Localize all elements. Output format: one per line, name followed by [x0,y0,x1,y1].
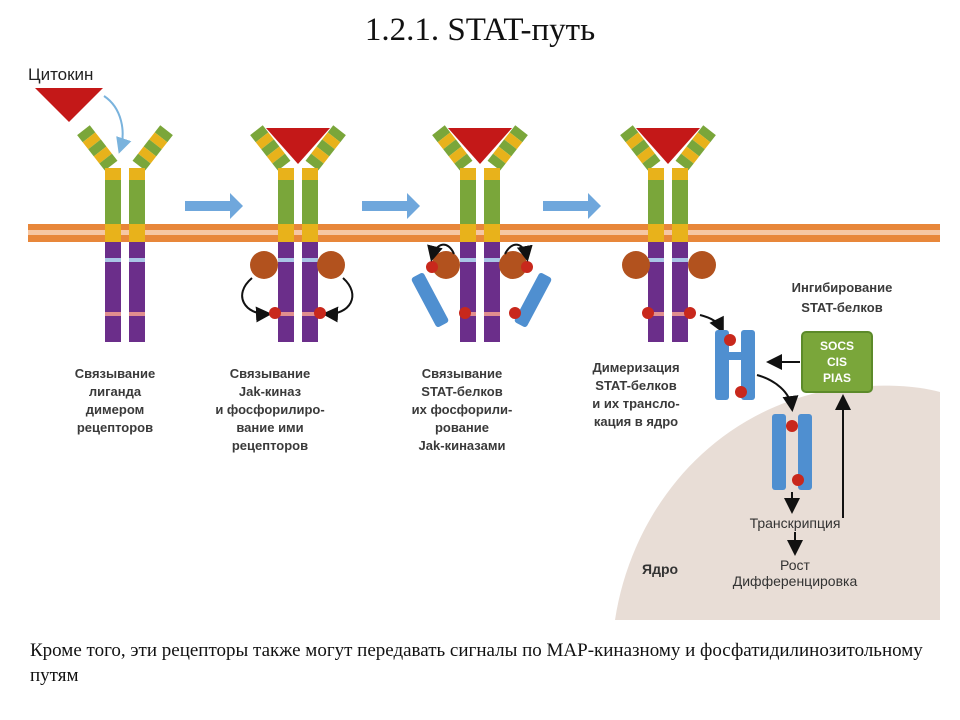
ligand-bound-4 [636,128,700,164]
stage-caption-line: Связывание [75,366,155,381]
outcome-line-1: Рост [780,557,811,573]
inhibition-title-2: STAT-белков [801,300,882,315]
inhibitor-box [801,331,873,393]
cytokine-ligand [35,88,103,122]
jak-kinases-4 [622,251,724,334]
receptor-chain-left [250,125,294,342]
inhibitor-cis: CIS [827,355,847,369]
transcription-label: Транскрипция [750,515,841,531]
stat-dimer-cytoplasm [715,330,755,400]
outcome-line-2: Дифференцировка [733,573,858,589]
footer-text: Кроме того, эти рецепторы также могут пе… [30,640,923,686]
page-title: 1.2.1. STAT-путь [364,12,596,48]
inhibitor-pias: PIAS [823,371,851,385]
jak-kinases-2 [241,251,354,323]
receptor-chain-left [620,125,664,342]
stage-caption-line: Связывание [422,366,502,381]
stage-caption-line: STAT-белков [595,378,676,393]
receptor-dimer-3 [432,125,528,342]
receptor-chain-left [77,125,121,342]
receptor-chain-right [484,125,528,342]
stage-caption-line: кация в ядро [594,414,678,429]
stage-caption-line: Jak-киназ [239,384,302,399]
ligand-binding-arrow [103,95,132,154]
stage-caption-line: и фосфорилиро- [215,402,324,417]
stage-caption-line: их фосфорили- [412,402,513,417]
stage-caption-line: вание ими [236,420,303,435]
stage-caption-line: рование [435,420,489,435]
inhibition-title-1: Ингибирование [792,280,893,295]
receptor-dimer-2 [250,125,346,342]
translocation-arrow [756,374,799,412]
stage-caption-line: рецепторов [232,438,308,453]
receptor-chain-right [129,125,173,342]
nucleus [615,385,940,620]
receptor-chain-right [302,125,346,342]
stage-caption-line: димером [86,402,144,417]
stage-caption-line: рецепторов [77,420,153,435]
stage-caption-line: лиганда [89,384,142,399]
stat-dimer-nucleus [772,414,812,490]
inhibitor-socs: SOCS [820,339,854,353]
stage-arrows [185,193,601,219]
receptor-dimer-4 [620,125,716,342]
stage-caption-line: Связывание [230,366,310,381]
stage-caption-line: STAT-белков [421,384,502,399]
ligand-bound-2 [266,128,330,164]
stage-caption-line: и их трансло- [592,396,679,411]
ligand-bound-3 [448,128,512,164]
jak-kinases-3 [411,243,552,327]
receptor-chain-right [672,125,716,342]
stage-caption-1: Связывание лиганда димером рецепторов [75,366,155,435]
stage-caption-line: Димеризация [592,360,679,375]
cytokine-label: Цитокин [28,65,93,84]
nucleus-label: Ядро [642,561,678,577]
receptor-dimer-1 [77,125,173,342]
stage-caption-line: Jak-киназами [419,438,506,453]
